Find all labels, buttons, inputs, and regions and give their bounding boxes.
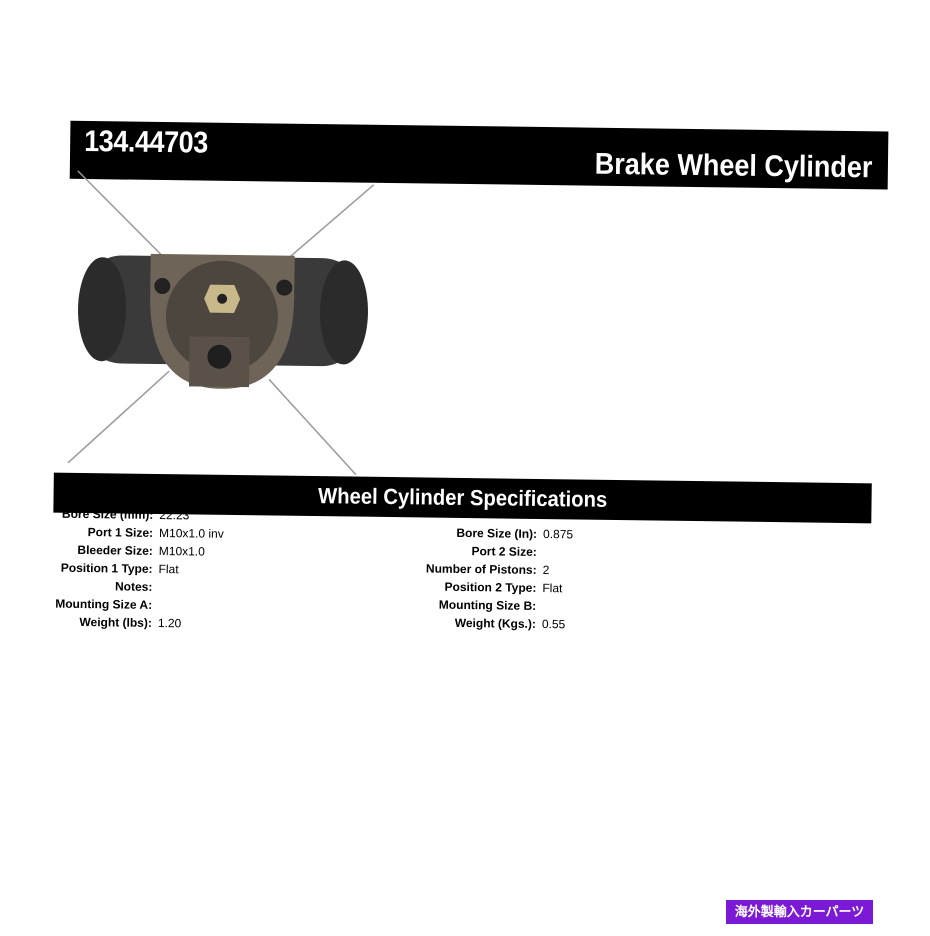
spec-label: Bleeder Size: xyxy=(53,541,153,560)
spec-row-weight-kgs: Weight (Kgs.):0.55 xyxy=(418,613,572,633)
spec-value: 1.20 xyxy=(152,614,182,632)
spec-label: Weight (Kgs.): xyxy=(418,613,536,633)
spec-label: Bore Size (mm): xyxy=(53,505,153,524)
spec-row-bleeder-size: Bleeder Size:M10x1.0 xyxy=(53,541,224,561)
spec-label: Mounting Size B: xyxy=(418,595,536,615)
import-parts-badge: 海外製輸入カーパーツ xyxy=(726,900,873,924)
spec-value: M10x1.0 xyxy=(153,542,205,561)
spec-label: Bore Size (In): xyxy=(419,523,537,543)
spec-label: Weight (lbs): xyxy=(52,613,152,632)
product-title: Brake Wheel Cylinder xyxy=(594,148,872,186)
spec-value: M10x1.0 inv xyxy=(153,524,224,543)
spec-value: 22.23 xyxy=(153,506,189,524)
spec-row-mounting-size-a: Mounting Size A: xyxy=(52,595,223,615)
specifications-title: Wheel Cylinder Specifications xyxy=(318,476,608,520)
spec-value: Flat xyxy=(152,560,178,578)
spec-label: Mounting Size A: xyxy=(52,595,152,614)
wheel-cylinder-photo-icon xyxy=(60,165,384,479)
spec-row-port-2-size: Port 2 Size: xyxy=(419,541,573,561)
spec-label: Notes: xyxy=(52,577,152,596)
spec-label: Number of Pistons: xyxy=(419,559,537,579)
spec-value: 2 xyxy=(537,561,550,579)
spec-row-bore-size-mm: Bore Size (mm):22.23 xyxy=(53,505,224,525)
spec-column-left: Bore Size (mm):22.23 Port 1 Size:M10x1.0… xyxy=(52,505,224,633)
spec-row-position-2-type: Position 2 Type:Flat xyxy=(418,577,572,597)
spec-row-notes: Notes: xyxy=(52,577,223,597)
spec-label: Port 1 Size: xyxy=(53,523,153,542)
spec-row-number-of-pistons: Number of Pistons:2 xyxy=(419,559,573,579)
spec-row-position-1-type: Position 1 Type:Flat xyxy=(53,559,224,579)
spec-row-port-1-size: Port 1 Size:M10x1.0 inv xyxy=(53,523,224,543)
part-number: 134.44703 xyxy=(84,125,208,161)
spec-label: Position 2 Type: xyxy=(418,577,536,597)
spec-row-weight-lbs: Weight (lbs):1.20 xyxy=(52,613,223,633)
product-image xyxy=(60,165,384,479)
spec-row-mounting-size-b: Mounting Size B: xyxy=(418,595,572,615)
spec-value: Flat xyxy=(536,579,562,597)
spec-value: 0.875 xyxy=(537,525,573,543)
spec-row-bore-size-in: Bore Size (In):0.875 xyxy=(419,523,573,543)
spec-value: 0.55 xyxy=(536,615,566,633)
spec-column-right: Bore Size (In):0.875 Port 2 Size: Number… xyxy=(418,523,573,633)
spec-label: Position 1 Type: xyxy=(53,559,153,578)
spec-label: Port 2 Size: xyxy=(419,541,537,561)
